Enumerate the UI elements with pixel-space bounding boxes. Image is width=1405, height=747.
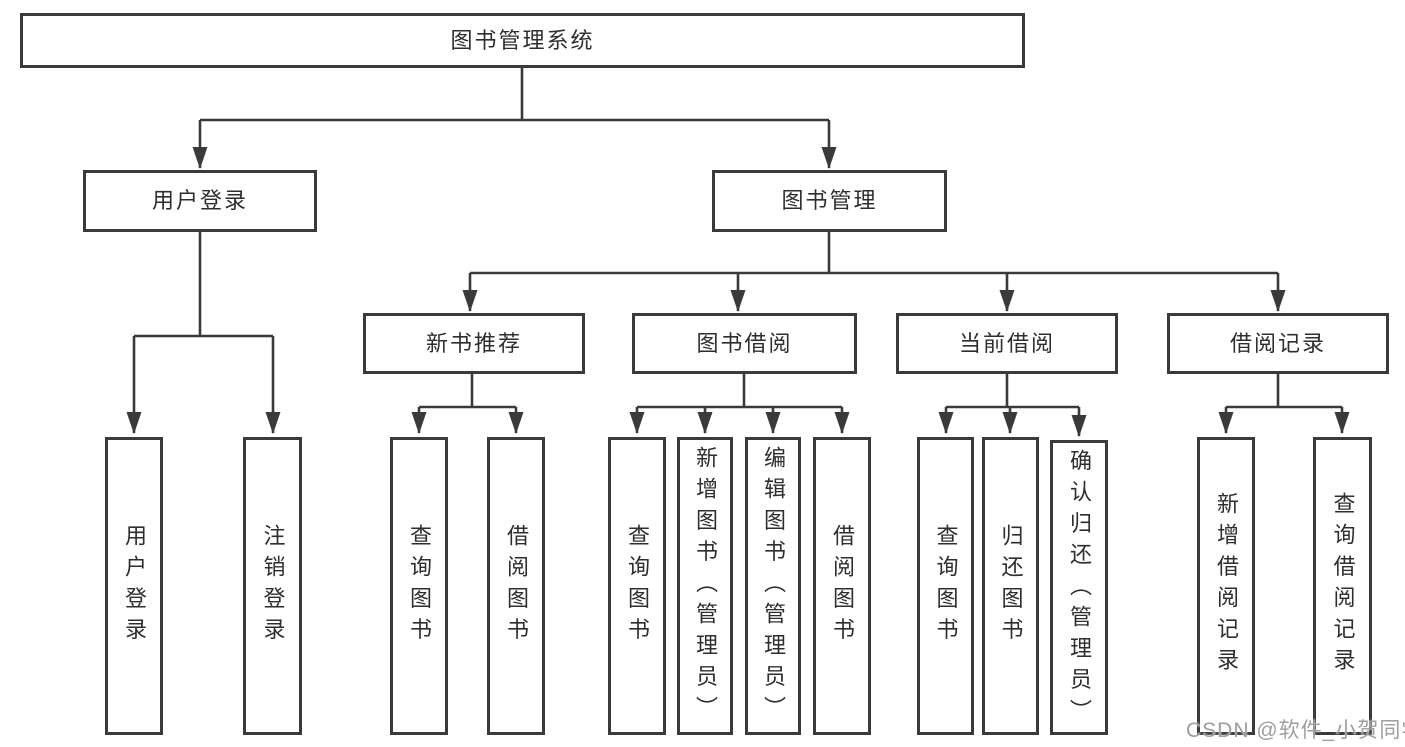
node-leaf-logout: 注销登录 bbox=[243, 437, 302, 735]
node-leaf-borrow-books-2: 借阅图书 bbox=[813, 437, 871, 735]
node-leaf-query-books-1: 查询图书 bbox=[390, 437, 448, 735]
node-leaf-confirm-return-admin: 确认归还（管理员） bbox=[1050, 440, 1108, 735]
node-leaf-query-borrow-record: 查询借阅记录 bbox=[1313, 437, 1372, 735]
node-leaf-add-borrow-record: 新增借阅记录 bbox=[1197, 437, 1255, 735]
node-book-management: 图书管理 bbox=[712, 170, 947, 232]
node-leaf-add-books-admin: 新增图书（管理员） bbox=[677, 437, 733, 735]
node-section-borrow-records: 借阅记录 bbox=[1167, 313, 1389, 374]
connector-new-books bbox=[411, 374, 524, 434]
connector-root bbox=[192, 68, 837, 169]
node-leaf-return-books: 归还图书 bbox=[982, 437, 1039, 735]
node-section-current-borrow: 当前借阅 bbox=[896, 313, 1118, 374]
node-section-book-borrow: 图书借阅 bbox=[632, 313, 857, 374]
node-section-new-books: 新书推荐 bbox=[363, 313, 585, 374]
node-leaf-edit-books-admin: 编辑图书（管理员） bbox=[745, 437, 801, 735]
node-leaf-query-books-3: 查询图书 bbox=[917, 437, 974, 735]
node-root-system: 图书管理系统 bbox=[20, 13, 1025, 68]
connector-borrow-records bbox=[1218, 374, 1350, 434]
node-user-login: 用户登录 bbox=[83, 170, 317, 232]
connector-login bbox=[126, 232, 281, 434]
node-leaf-borrow-books-1: 借阅图书 bbox=[487, 437, 545, 735]
connector-current-borrow bbox=[938, 374, 1087, 437]
connector-book-borrow bbox=[629, 374, 850, 434]
node-leaf-user-login: 用户登录 bbox=[105, 437, 163, 735]
node-leaf-query-books-2: 查询图书 bbox=[608, 437, 666, 735]
connector-book-management bbox=[462, 232, 1286, 312]
watermark: CSDN @软件_小贺同学 bbox=[1186, 719, 1405, 742]
